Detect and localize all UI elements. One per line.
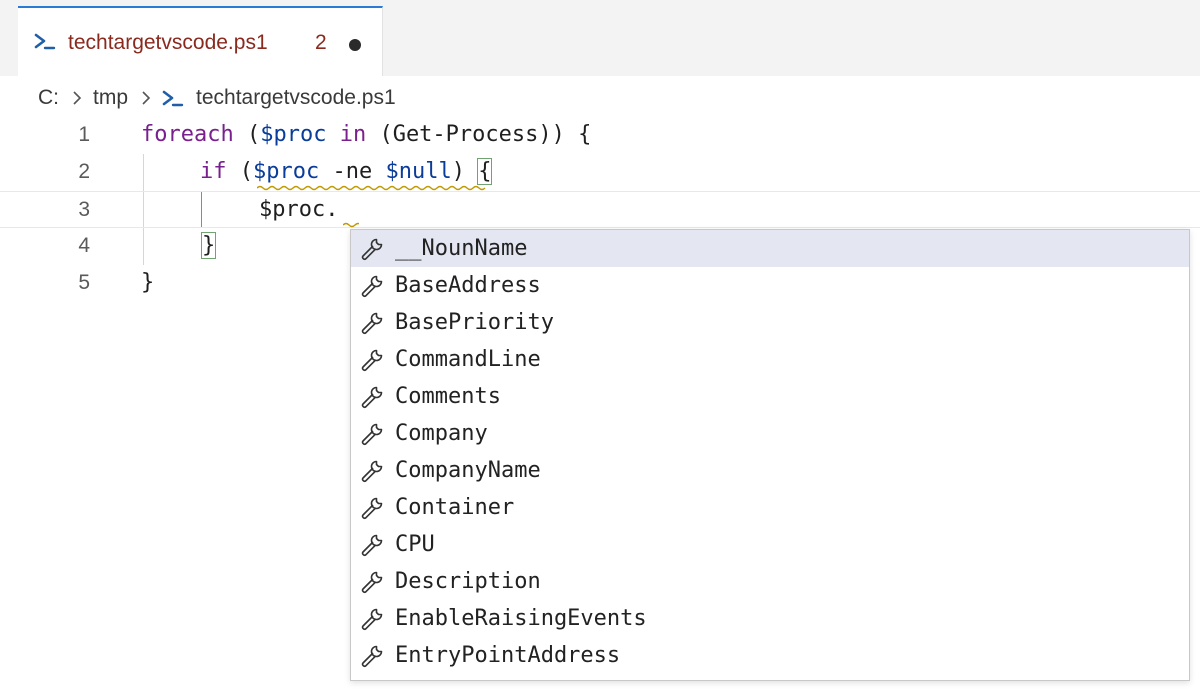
variable-token: $proc bbox=[253, 159, 320, 184]
tab-problems-count: 2 bbox=[315, 31, 327, 54]
variable-token: $proc bbox=[260, 122, 327, 147]
wrench-icon bbox=[361, 497, 383, 519]
line-number: 2 bbox=[78, 160, 90, 183]
code-line[interactable]: 2 if ($proc -ne $null) { bbox=[0, 154, 1200, 191]
chevron-right-icon bbox=[142, 91, 151, 105]
breadcrumb-drive[interactable]: C: bbox=[38, 86, 59, 109]
powershell-icon bbox=[34, 33, 56, 50]
code-editor[interactable]: 1 foreach ($proc in (Get-Process)) { 2 i… bbox=[0, 117, 1200, 691]
breadcrumb-file[interactable]: techtargetvscode.ps1 bbox=[196, 86, 396, 109]
suggestion-label: Description bbox=[395, 569, 541, 594]
powershell-icon bbox=[162, 90, 184, 107]
suggestion-label: CommandLine bbox=[395, 347, 541, 372]
line-number: 1 bbox=[78, 123, 90, 146]
suggestion-item[interactable]: CommandLine bbox=[351, 341, 1189, 378]
suggestion-label: Company bbox=[395, 421, 488, 446]
intellisense-suggest-list[interactable]: __NounName BaseAddress BasePriority Comm… bbox=[350, 229, 1190, 681]
suggestion-label: EnableRaisingEvents bbox=[395, 606, 647, 631]
suggestion-item[interactable]: __NounName bbox=[351, 230, 1189, 267]
warning-squiggle bbox=[257, 185, 486, 191]
suggestion-item[interactable]: EnableRaisingEvents bbox=[351, 600, 1189, 637]
suggestion-item[interactable]: Comments bbox=[351, 378, 1189, 415]
suggestion-item[interactable]: CompanyName bbox=[351, 452, 1189, 489]
suggestion-label: BasePriority bbox=[395, 310, 554, 335]
suggestion-item[interactable]: Container bbox=[351, 489, 1189, 526]
line-code: $proc. bbox=[259, 197, 339, 222]
line-code: foreach ($proc in (Get-Process)) { bbox=[141, 122, 591, 147]
code-token: ( bbox=[226, 159, 253, 184]
suggestion-item[interactable]: BaseAddress bbox=[351, 267, 1189, 304]
keyword-token: if bbox=[200, 159, 227, 184]
suggestion-label: Comments bbox=[395, 384, 501, 409]
wrench-icon bbox=[361, 386, 383, 408]
suggestion-item[interactable]: BasePriority bbox=[351, 304, 1189, 341]
suggestion-item[interactable]: EntryPointAddress bbox=[351, 637, 1189, 674]
chevron-right-icon bbox=[73, 91, 82, 105]
wrench-icon bbox=[361, 608, 383, 630]
code-token: ( bbox=[233, 122, 261, 147]
wrench-icon bbox=[361, 645, 383, 667]
code-token: ) bbox=[451, 159, 479, 184]
wrench-icon bbox=[361, 423, 383, 445]
indent-guide bbox=[143, 154, 144, 265]
code-line-current[interactable]: 3 $proc. bbox=[0, 191, 1200, 228]
line-code: } bbox=[200, 232, 217, 259]
line-code: } bbox=[141, 270, 155, 295]
variable-token: $null bbox=[385, 159, 452, 184]
wrench-icon bbox=[361, 349, 383, 371]
suggestion-label: BaseAddress bbox=[395, 273, 541, 298]
wrench-icon bbox=[361, 238, 383, 260]
matching-brace: { bbox=[477, 158, 493, 185]
tab-bar: techtargetvscode.ps1 2 bbox=[0, 0, 1200, 76]
line-number: 4 bbox=[78, 234, 90, 257]
code-line[interactable]: 5 } bbox=[0, 265, 1200, 302]
code-token: (Get-Process)) { bbox=[366, 122, 592, 147]
suggestion-item[interactable]: Company bbox=[351, 415, 1189, 452]
code-line[interactable]: 4 } bbox=[0, 228, 1200, 265]
suggestion-item[interactable]: Description bbox=[351, 563, 1189, 600]
suggestion-item[interactable]: CPU bbox=[351, 526, 1189, 563]
wrench-icon bbox=[361, 534, 383, 556]
tab-title: techtargetvscode.ps1 bbox=[68, 31, 268, 54]
unsaved-dot-icon[interactable] bbox=[349, 39, 361, 51]
suggestion-label: Container bbox=[395, 495, 515, 520]
wrench-icon bbox=[361, 460, 383, 482]
code-token: -ne bbox=[319, 159, 386, 184]
indent-guide bbox=[201, 191, 202, 228]
breadcrumb: C: tmp techtargetvscode.ps1 bbox=[38, 84, 396, 112]
editor-tab[interactable]: techtargetvscode.ps1 2 bbox=[18, 6, 383, 76]
code-token bbox=[326, 122, 339, 147]
code-line[interactable]: 1 foreach ($proc in (Get-Process)) { bbox=[0, 117, 1200, 154]
suggestion-label: EntryPointAddress bbox=[395, 643, 621, 668]
suggestion-label: CPU bbox=[395, 532, 435, 557]
suggestion-label: __NounName bbox=[395, 236, 528, 261]
line-number: 3 bbox=[78, 198, 90, 221]
suggestion-label: CompanyName bbox=[395, 458, 541, 483]
wrench-icon bbox=[361, 275, 383, 297]
warning-squiggle bbox=[343, 222, 359, 228]
matching-brace: } bbox=[200, 232, 217, 259]
wrench-icon bbox=[361, 571, 383, 593]
breadcrumb-folder[interactable]: tmp bbox=[93, 86, 129, 109]
line-number: 5 bbox=[78, 271, 90, 294]
keyword-token: in bbox=[339, 122, 367, 147]
line-code: if ($proc -ne $null) { bbox=[200, 158, 493, 185]
keyword-token: foreach bbox=[141, 122, 234, 147]
wrench-icon bbox=[361, 312, 383, 334]
